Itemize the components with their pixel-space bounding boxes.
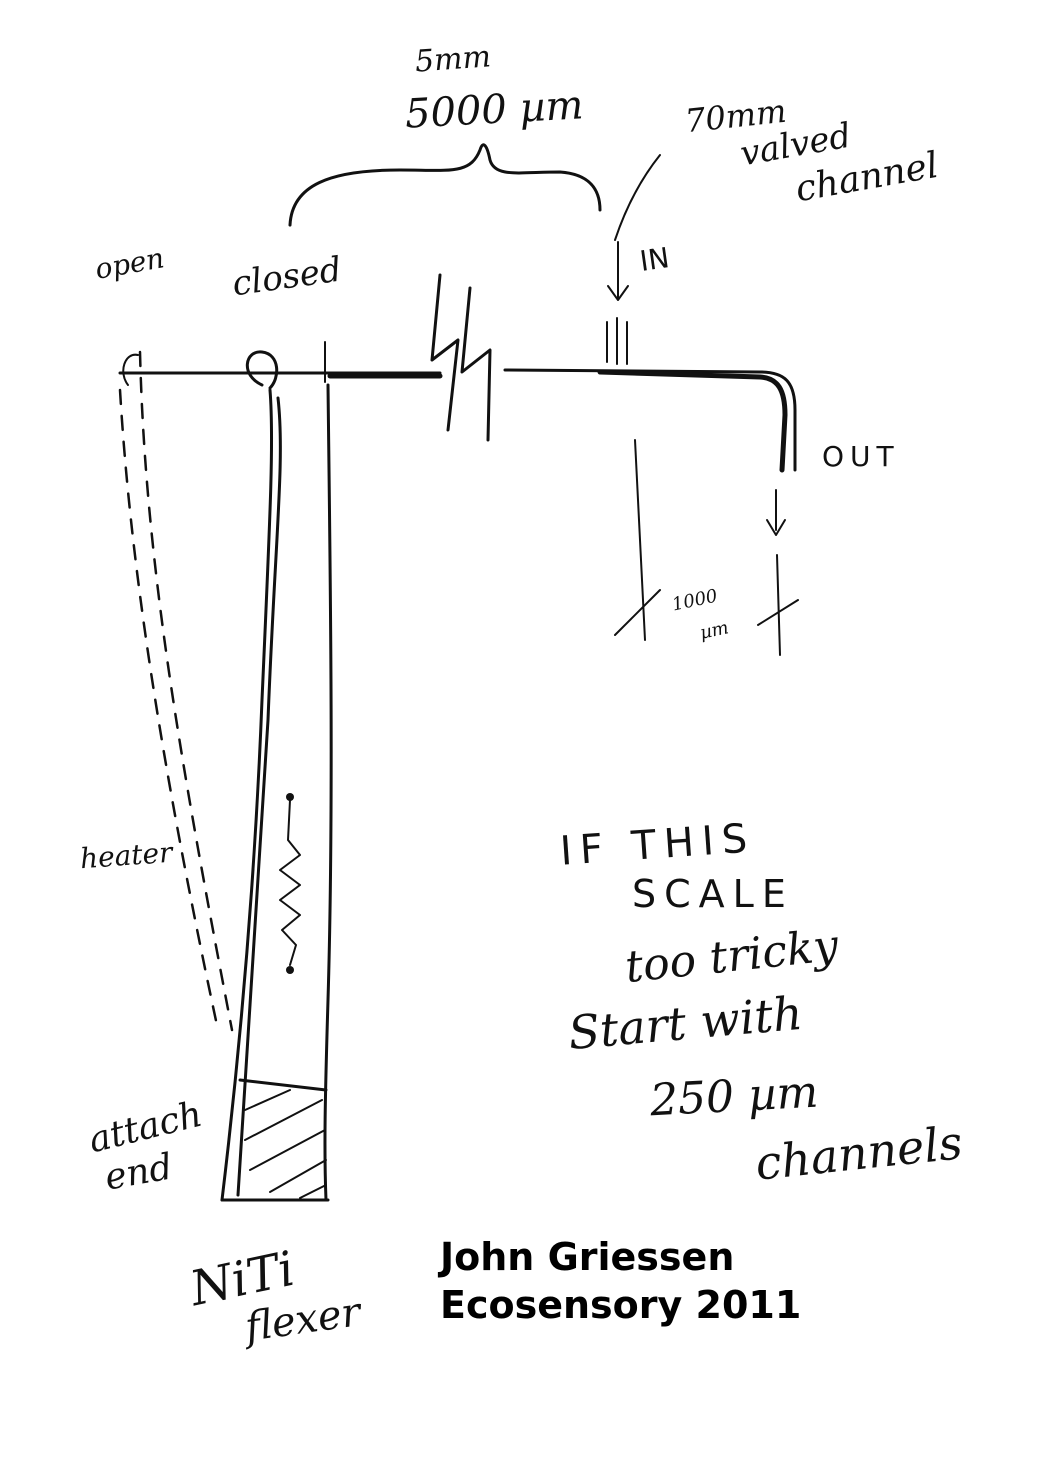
channel-top-line-right [503, 368, 797, 472]
open-position-curl [122, 353, 139, 386]
inlet-port [606, 317, 628, 365]
channel-break-symbol [430, 273, 492, 442]
size-label-um: 5000 µm [403, 82, 585, 138]
out-arrow [766, 489, 786, 536]
in-label: IN [637, 241, 672, 278]
channel-width-dimension [614, 439, 799, 656]
size-label-mm: 5mm [413, 39, 493, 80]
open-flexer-dashed-outer [118, 388, 220, 1032]
out-label: OUT [822, 440, 900, 473]
in-arrow [607, 241, 629, 301]
hinge-loop [245, 350, 279, 390]
flexer-left-edge [220, 388, 274, 1202]
flexer-inner-edge [236, 396, 282, 1197]
flexer-right-edge [323, 383, 333, 1202]
heater-resistor [279, 793, 301, 974]
note-line-2: SCALE [632, 872, 794, 916]
heater-label: heater [78, 835, 174, 876]
channel-pointer-line [614, 154, 661, 241]
size-brace [288, 143, 602, 227]
credit-org-year: Ecosensory 2011 [440, 1283, 802, 1327]
open-flexer-dashed-inner [138, 350, 234, 1032]
channel-thick-right [597, 369, 788, 473]
attach-end-block [238, 1078, 328, 1199]
note-line-5: 250 µm [648, 1066, 820, 1127]
credit-author: John Griessen [440, 1235, 735, 1279]
